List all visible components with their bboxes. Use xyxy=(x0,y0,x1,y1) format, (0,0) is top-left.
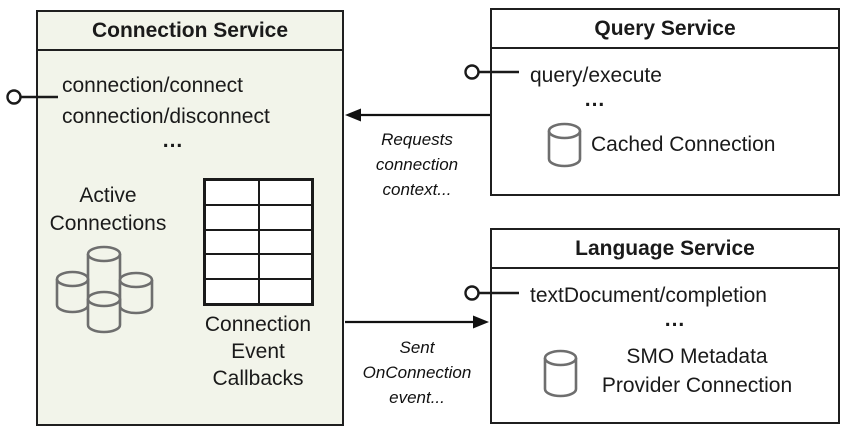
language-methods-ellipsis: ... xyxy=(664,308,686,331)
method-query-execute: query/execute xyxy=(530,64,662,87)
methods-ellipsis: ... xyxy=(162,129,184,152)
query-methods-ellipsis: ... xyxy=(584,88,606,111)
smo-metadata-provider-label: SMO Metadata Provider Connection xyxy=(601,345,793,397)
active-connections-label: Active Connections xyxy=(49,184,167,235)
method-connection-disconnect: connection/disconnect xyxy=(62,105,270,128)
method-connection-connect: connection/connect xyxy=(62,74,243,97)
language-service-title: Language Service xyxy=(492,230,838,269)
requests-context-arrow xyxy=(345,108,490,122)
connection-service-methods: connection/connect connection/disconnect… xyxy=(62,70,284,152)
query-service-box: Query Service xyxy=(490,8,840,196)
query-service-title: Query Service xyxy=(492,10,838,49)
callback-table-grid xyxy=(203,178,314,306)
query-service-methods: query/execute ... xyxy=(530,60,662,111)
method-textdocument-completion: textDocument/completion xyxy=(530,284,767,307)
sent-onconnection-event-label: Sent OnConnection event... xyxy=(362,338,472,407)
requests-connection-context-label: Requests connection context... xyxy=(375,130,459,199)
language-service-methods: textDocument/completion ... xyxy=(530,280,820,331)
connection-event-callbacks-label: Connection Event Callbacks xyxy=(204,313,312,390)
connection-service-title: Connection Service xyxy=(38,12,342,51)
onconnection-event-arrow xyxy=(345,315,489,329)
cached-connection-label: Cached Connection xyxy=(591,133,776,156)
